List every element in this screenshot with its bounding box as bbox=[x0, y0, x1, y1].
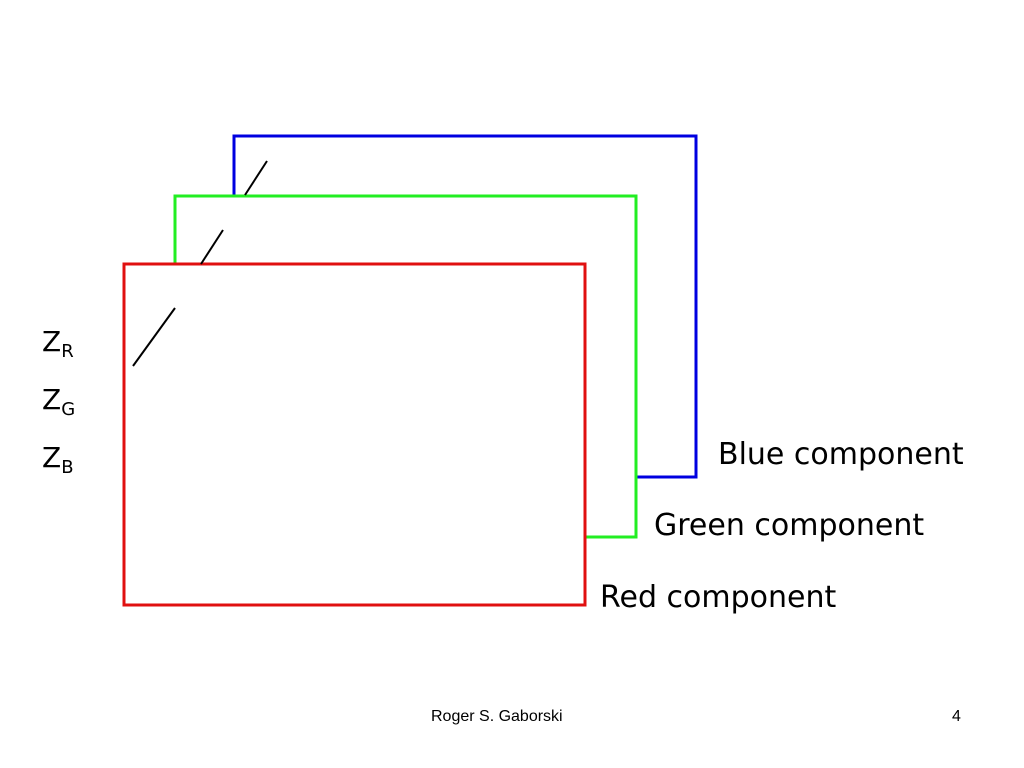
depth-slash-top bbox=[244, 160, 268, 196]
green-component-plane bbox=[173, 194, 638, 539]
z-label-green: ZG bbox=[42, 376, 75, 434]
depth-slash-front bbox=[132, 307, 176, 367]
z-label-blue-sub: B bbox=[61, 457, 74, 478]
z-label-red: ZR bbox=[42, 318, 75, 376]
depth-slash-middle bbox=[200, 229, 224, 265]
red-component-label: Red component bbox=[600, 580, 837, 615]
blue-component-label: Blue component bbox=[718, 437, 964, 472]
page-number: 4 bbox=[952, 708, 961, 725]
z-label-green-base: Z bbox=[42, 383, 62, 416]
z-label-blue: ZB bbox=[42, 434, 75, 492]
footer-author: Roger S. Gaborski bbox=[431, 708, 563, 725]
blue-component-plane bbox=[232, 134, 698, 479]
z-labels: ZR ZG ZB bbox=[42, 318, 75, 492]
z-label-red-sub: R bbox=[61, 341, 74, 362]
red-component-plane bbox=[122, 262, 587, 607]
z-label-blue-base: Z bbox=[42, 441, 62, 474]
z-label-red-base: Z bbox=[42, 325, 62, 358]
z-label-green-sub: G bbox=[61, 399, 76, 420]
green-component-label: Green component bbox=[654, 508, 925, 543]
